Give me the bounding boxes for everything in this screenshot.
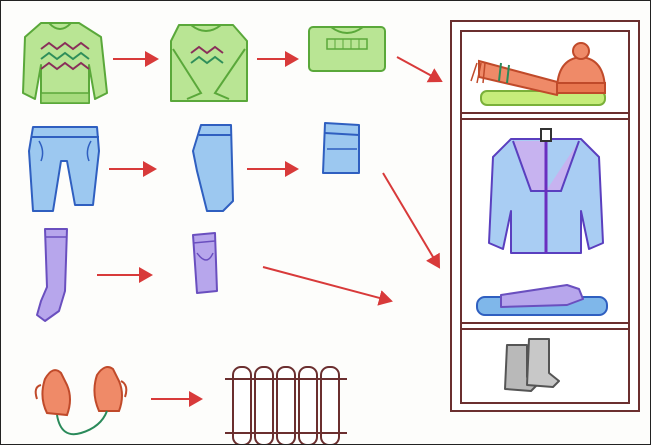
tights-folded-icon xyxy=(192,232,218,294)
tights-flat-icon xyxy=(36,228,68,322)
mittens-icon xyxy=(34,366,128,436)
sweater-folded-icon xyxy=(308,26,386,72)
pants-folded-half-icon xyxy=(192,124,234,212)
sweater-sleeves-folded-icon xyxy=(170,24,248,102)
jacket-icon xyxy=(488,128,604,254)
hat-icon xyxy=(555,42,607,94)
sweater-flat-icon xyxy=(22,22,108,104)
boots-icon xyxy=(504,338,560,392)
radiator-icon xyxy=(225,366,347,444)
arrow-icon xyxy=(382,172,441,269)
scarf-icon xyxy=(470,59,563,97)
pants-folded-icon xyxy=(322,122,360,174)
pants-flat-icon xyxy=(28,126,100,212)
folded-tights-icon xyxy=(500,284,584,308)
arrow-icon xyxy=(262,266,393,306)
arrow-icon xyxy=(396,56,443,83)
